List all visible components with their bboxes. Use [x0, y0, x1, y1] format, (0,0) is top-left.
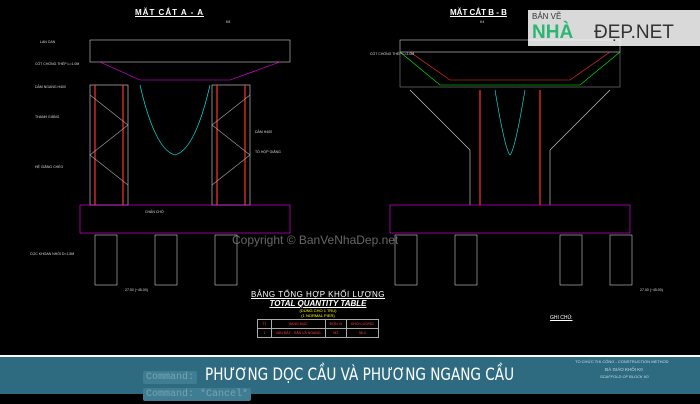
cell: 56.4: [345, 328, 379, 338]
level-left: 27.00 (~45.00): [125, 288, 148, 292]
cell: VÁN ĐÁY - SÀN VÀ NGANG: [270, 328, 326, 338]
logo-text: NHÀ: [532, 22, 574, 43]
label: CHÂN CHỐ: [145, 210, 164, 214]
label: TỔ HỢP GIẰNG: [255, 150, 281, 154]
header-cell: KHỐI LƯỢNG: [345, 319, 379, 329]
header-cell: ĐƠN VỊ: [324, 319, 347, 329]
stamp-line: TỔ CHỨC THI CÔNG - CONSTRUCTION METHOD: [575, 359, 669, 364]
caption-banner: Command: Command: *Cancel* PHƯƠNG DỌC CẦ…: [0, 355, 700, 401]
label: CỐT CHỐNG THÉP L=1.0M: [370, 52, 415, 56]
logo-text: ĐẸP.NET: [594, 22, 674, 43]
banner-title: PHƯƠNG DỌC CẦU VÀ PHƯƠNG NGANG CẦU: [205, 365, 515, 385]
copyright-watermark: Copyright © BanVeNhaDep.net: [232, 233, 399, 247]
label: THANH GIẰNG: [35, 115, 60, 119]
label: CỐT CHỐNG THÉP L=1.0M: [35, 62, 80, 66]
label: HỆ GIẰNG CHÉO: [35, 165, 64, 169]
level-right: 27.00 (~45.00): [640, 288, 663, 292]
label: DẦM H400: [255, 130, 273, 134]
header-cell: TT: [257, 319, 272, 329]
marker-k8: K8: [226, 20, 231, 24]
label: LAN CAN: [40, 40, 56, 44]
table-title-vi: BẢNG TỔNG HỢP KHỐI LƯỢNG: [250, 290, 386, 299]
stamp-line: SCAFFOLD OF BLOCK K0: [600, 374, 649, 379]
header-cell: HẠNG MỤC: [270, 319, 326, 329]
site-logo: BẢN VẼ NHÀ ĐẸP.NET: [528, 10, 700, 46]
command-line: Command: *Cancel*: [143, 388, 252, 401]
cell: 1: [257, 328, 272, 338]
section-b-title: MẶT CẮT B - B: [450, 8, 507, 17]
stamp-line: ĐÀ GIÁO KHỐI K0: [605, 367, 643, 372]
cad-drawing: [79, 39, 633, 286]
table-sub1: (DÙNG CHO 1 TRỤ): [299, 308, 337, 313]
notes-title: GHI CHÚ:: [550, 315, 573, 321]
section-a-title: MẶT CẮT A - A: [135, 8, 204, 17]
table-title-en: TOTAL QUANTITY TABLE: [269, 299, 367, 308]
logo-text: BẢN VẼ: [532, 12, 562, 21]
label: DẦM NGANG H400: [35, 85, 66, 89]
command-line: Command:: [143, 371, 198, 384]
cell: M2: [324, 328, 347, 338]
quantity-table-block: BẢNG TỔNG HỢP KHỐI LƯỢNG TOTAL QUANTITY …: [248, 290, 388, 339]
marker-k4: K4: [480, 20, 485, 24]
label: CỌC KHOAN NHỒI D=1.5M: [30, 252, 75, 256]
table-sub2: (1 NORMAL PIER): [301, 313, 335, 318]
